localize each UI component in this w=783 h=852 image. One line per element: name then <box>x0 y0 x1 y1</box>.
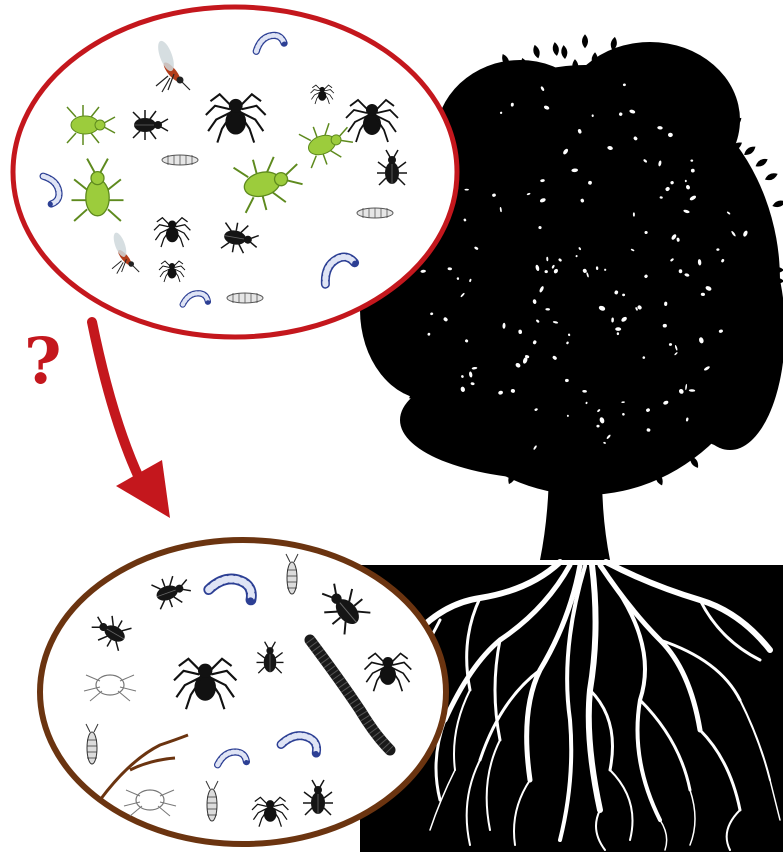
leaf-icon <box>742 144 757 157</box>
leaf-icon <box>582 34 588 48</box>
leaf-icon <box>532 44 541 59</box>
crown-gap <box>465 189 469 191</box>
tree-trunk <box>540 430 610 560</box>
larva-icon <box>357 208 393 218</box>
leaf-icon <box>561 45 568 60</box>
leaf-icon <box>552 42 560 57</box>
larva-icon <box>227 293 263 303</box>
larva-icon <box>162 155 198 165</box>
question-mark: ? <box>24 330 62 394</box>
leaf-icon <box>771 199 783 209</box>
above-ground-community <box>13 7 457 337</box>
below-ground-community <box>40 540 446 844</box>
leaf-icon <box>754 157 769 169</box>
leaf-icon <box>764 171 779 182</box>
arrow-down-icon <box>92 322 170 518</box>
